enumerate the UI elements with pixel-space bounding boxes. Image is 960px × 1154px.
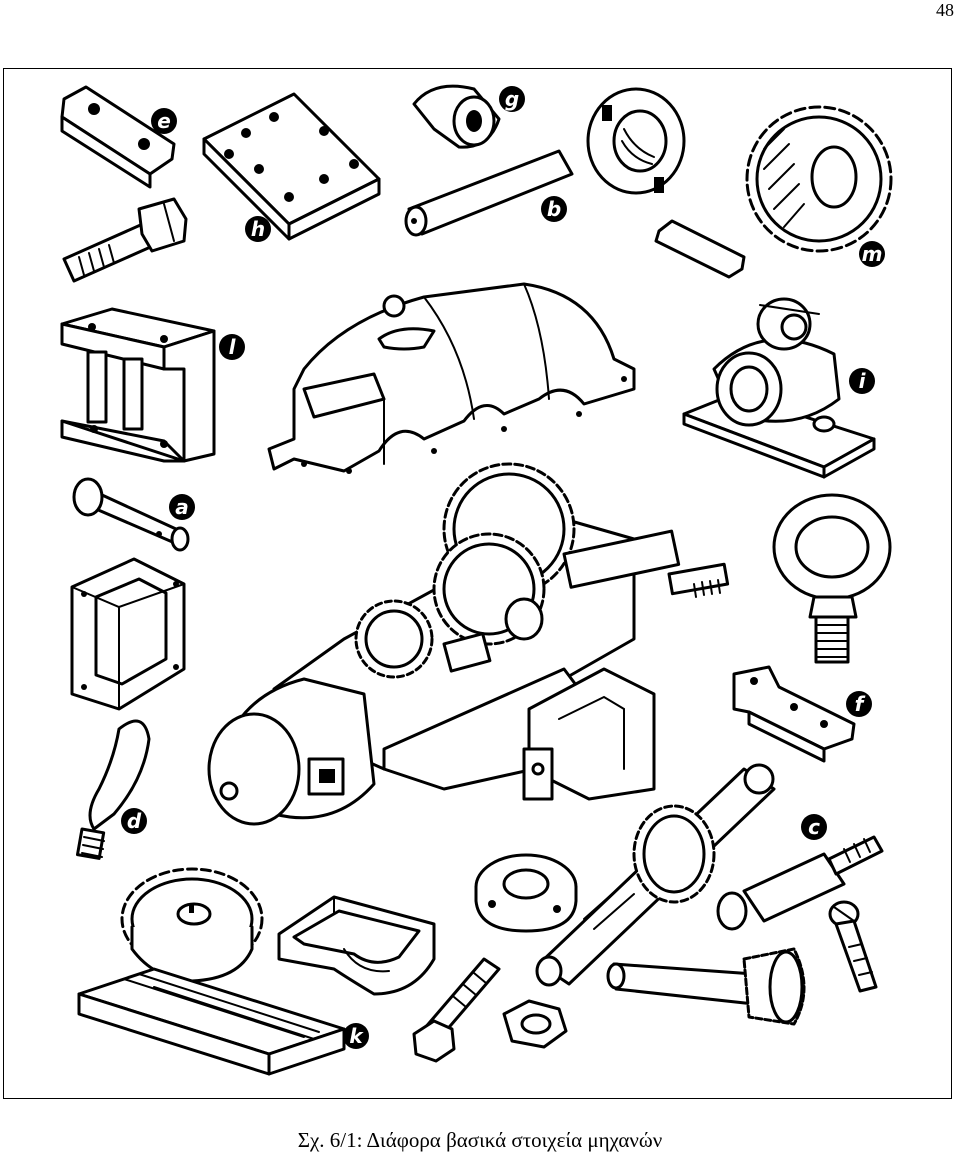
part-electric-motor xyxy=(207,677,376,826)
svg-text:m: m xyxy=(862,242,883,266)
label-d: d xyxy=(121,808,147,834)
svg-text:b: b xyxy=(547,197,561,221)
label-i: i xyxy=(849,368,875,394)
part-hex-head-bolt xyxy=(62,197,188,283)
page-number: 48 xyxy=(936,0,954,20)
figure-caption: Σχ. 6/1: Διάφορα βασικά στοιχεία μηχανών xyxy=(297,1128,663,1152)
part-f-bracket xyxy=(732,665,856,763)
figure-frame: e h g b xyxy=(3,68,952,1099)
label-g: g xyxy=(499,86,525,112)
part-bevel-gear-shaft xyxy=(606,947,806,1026)
svg-text:h: h xyxy=(251,217,265,241)
part-h-square-plate xyxy=(202,92,381,241)
label-l: l xyxy=(219,334,245,360)
svg-text:f: f xyxy=(855,692,866,716)
part-l-bracket xyxy=(60,307,216,463)
part-key xyxy=(654,219,746,279)
label-k: k xyxy=(343,1023,369,1049)
svg-text:l: l xyxy=(229,335,237,359)
part-m-helical-gear xyxy=(745,105,893,253)
part-pinion-shaft xyxy=(535,763,776,987)
part-square-flange xyxy=(70,557,186,711)
part-slotted-nut xyxy=(586,87,686,195)
part-g-sleeve xyxy=(412,84,501,149)
label-m: m xyxy=(859,241,885,267)
machine-elements-illustration: e h g b xyxy=(60,84,893,1076)
part-bearing-half-shell xyxy=(277,895,436,996)
svg-text:g: g xyxy=(505,87,519,111)
part-shaft-collar xyxy=(474,853,578,933)
part-gearbox-cover xyxy=(267,282,636,474)
svg-text:i: i xyxy=(859,369,867,393)
label-h: h xyxy=(245,216,271,242)
label-f: f xyxy=(846,691,872,717)
part-k-guideway xyxy=(77,967,346,1076)
part-hex-nut xyxy=(502,999,568,1049)
part-spur-gear xyxy=(120,867,264,983)
part-c-stepped-shaft xyxy=(716,835,884,931)
part-eye-bolt xyxy=(772,493,892,664)
svg-text:e: e xyxy=(157,109,171,133)
part-i-pillow-block xyxy=(682,297,876,479)
part-e-flat-plate xyxy=(60,85,176,189)
part-b-pin xyxy=(404,149,574,237)
svg-text:a: a xyxy=(175,495,189,519)
svg-text:c: c xyxy=(808,815,820,839)
label-a: a xyxy=(169,494,195,520)
svg-text:d: d xyxy=(127,809,142,833)
label-e: e xyxy=(151,108,177,134)
part-d-handle xyxy=(75,719,151,860)
svg-text:k: k xyxy=(349,1024,364,1048)
part-screw xyxy=(828,900,878,993)
part-hex-bolt-lower xyxy=(412,957,501,1063)
label-c: c xyxy=(801,814,827,840)
part-a-clevis-pin xyxy=(72,477,190,552)
label-b: b xyxy=(541,196,567,222)
